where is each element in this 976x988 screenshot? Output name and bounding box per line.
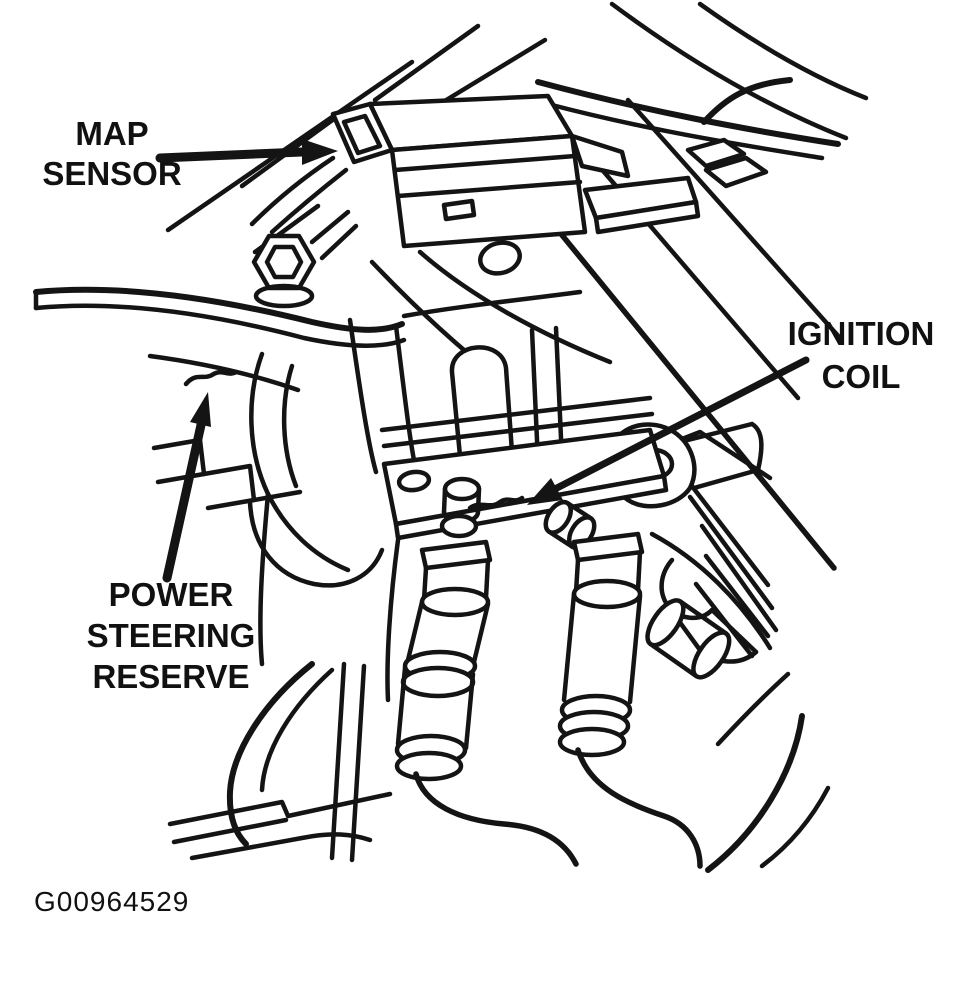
bottom-hoses bbox=[167, 661, 831, 873]
ignition-coil-label: IGNITION COIL bbox=[770, 312, 952, 398]
ignition-coil-label-line1: IGNITION bbox=[787, 315, 935, 352]
power-steering-arrow bbox=[162, 392, 211, 583]
power-steering-label-line2: STEERING bbox=[86, 617, 256, 654]
power-steering-label-line1: POWER bbox=[108, 576, 234, 613]
hose-drawing bbox=[33, 286, 407, 393]
ignition-coil-arrow bbox=[527, 356, 810, 505]
map-sensor-drawing bbox=[249, 93, 701, 249]
map-sensor-arrow bbox=[155, 139, 338, 165]
spark-plug-wires bbox=[413, 747, 703, 869]
ignition-coil-pack-drawing bbox=[381, 421, 764, 703]
map-sensor-label-line1: MAP bbox=[75, 115, 149, 152]
coil-tower-drawings bbox=[394, 531, 771, 782]
power-steering-label-line3: RESERVE bbox=[92, 658, 250, 695]
map-sensor-label: MAP SENSOR bbox=[34, 114, 190, 194]
figure-code: G00964529 bbox=[34, 886, 190, 917]
power-steering-reservoir-drawing bbox=[151, 351, 385, 667]
power-steering-reserve-label: POWER STEERING RESERVE bbox=[76, 574, 266, 697]
map-sensor-label-line2: SENSOR bbox=[42, 155, 182, 192]
ignition-coil-label-line2: COIL bbox=[821, 358, 901, 395]
mounting-bolt-drawing bbox=[251, 209, 359, 309]
